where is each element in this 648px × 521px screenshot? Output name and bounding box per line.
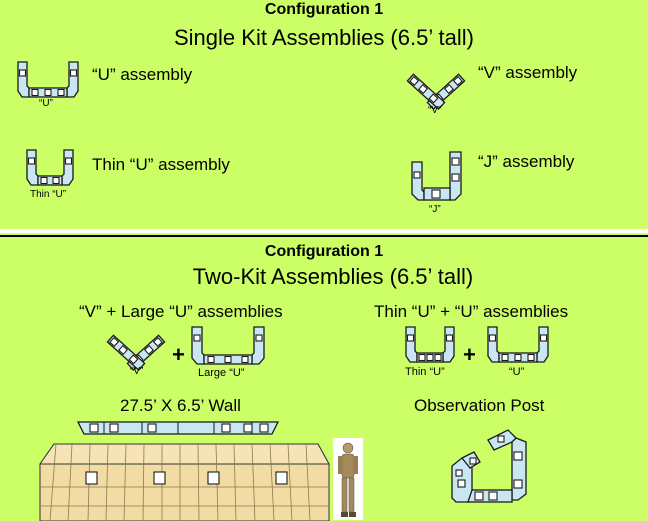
section2-heading: Configuration 1: [264, 243, 384, 260]
thin-u-assembly-diagram: [26, 149, 74, 186]
section2-subtitle: Two-Kit Assemblies (6.5’ tall): [192, 264, 474, 289]
combo1-v-caption: “V”: [130, 366, 144, 377]
combo1-plus: +: [172, 342, 185, 367]
wall-title: 27.5’ X 6.5’ Wall: [120, 396, 241, 415]
v-assembly-diagram: [406, 73, 466, 110]
combo1-title: “V” + Large “U” assemblies: [79, 302, 283, 321]
v-assembly-caption: “V”: [428, 105, 442, 116]
observation-post-diagram: [451, 429, 527, 503]
u-assembly-diagram: [17, 61, 79, 98]
combo1-large-u-caption: Large “U”: [198, 367, 245, 379]
section1-subtitle: Single Kit Assemblies (6.5’ tall): [174, 25, 474, 50]
wall-3d-diagram: [39, 443, 330, 521]
v-assembly-label: “V” assembly: [478, 63, 578, 82]
soldier-figure: [333, 438, 363, 520]
wall-plan-diagram: [76, 421, 280, 435]
combo1-large-u-diagram: [191, 326, 265, 365]
combo2-thin-u-caption: Thin “U”: [405, 366, 445, 378]
combo2-title: Thin “U” + “U” assemblies: [374, 302, 569, 321]
j-assembly-caption: “J”: [429, 204, 441, 215]
thin-u-assembly-label: Thin “U” assembly: [92, 155, 230, 174]
u-assembly-label: “U” assembly: [92, 65, 193, 84]
combo2-plus: +: [463, 342, 476, 367]
section-divider: [0, 229, 648, 233]
section1-heading: Configuration 1: [264, 1, 384, 18]
section-divider-line: [0, 235, 648, 237]
combo2-u-diagram: [487, 326, 549, 363]
u-assembly-caption: “U”: [39, 98, 53, 109]
post-title: Observation Post: [414, 396, 545, 415]
combo2-u-caption: “U”: [509, 366, 525, 378]
combo2-thin-u-diagram: [405, 326, 455, 363]
combo1-v-diagram: [106, 334, 166, 371]
thin-u-assembly-caption: Thin “U”: [30, 189, 67, 200]
j-assembly-diagram: [411, 151, 462, 201]
j-assembly-label: “J” assembly: [478, 152, 575, 171]
